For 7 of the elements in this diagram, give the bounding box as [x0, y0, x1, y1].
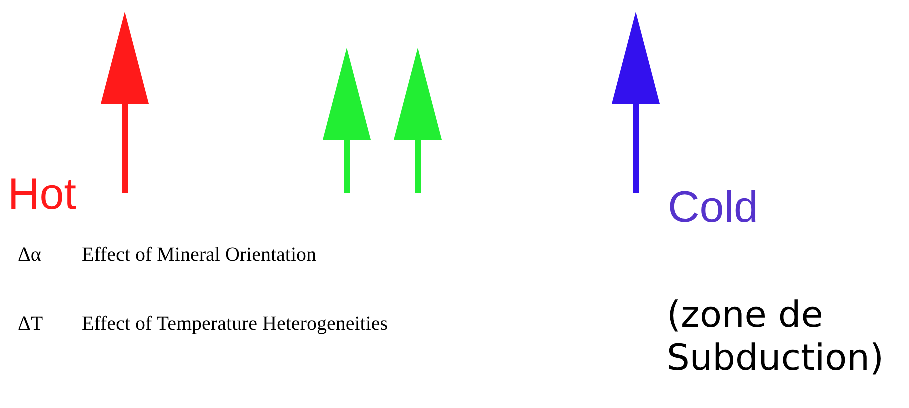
- legend-text: Effect of Temperature Heterogeneities: [82, 313, 388, 336]
- hot-label: Hot: [8, 170, 76, 220]
- symbol-label: Δα: [18, 244, 42, 267]
- annotation-text: (zone de Subduction): [667, 294, 885, 380]
- cold-label: Cold: [668, 183, 758, 233]
- symbol-label: ΔT: [18, 313, 44, 336]
- legend-text: Effect of Mineral Orientation: [82, 244, 317, 267]
